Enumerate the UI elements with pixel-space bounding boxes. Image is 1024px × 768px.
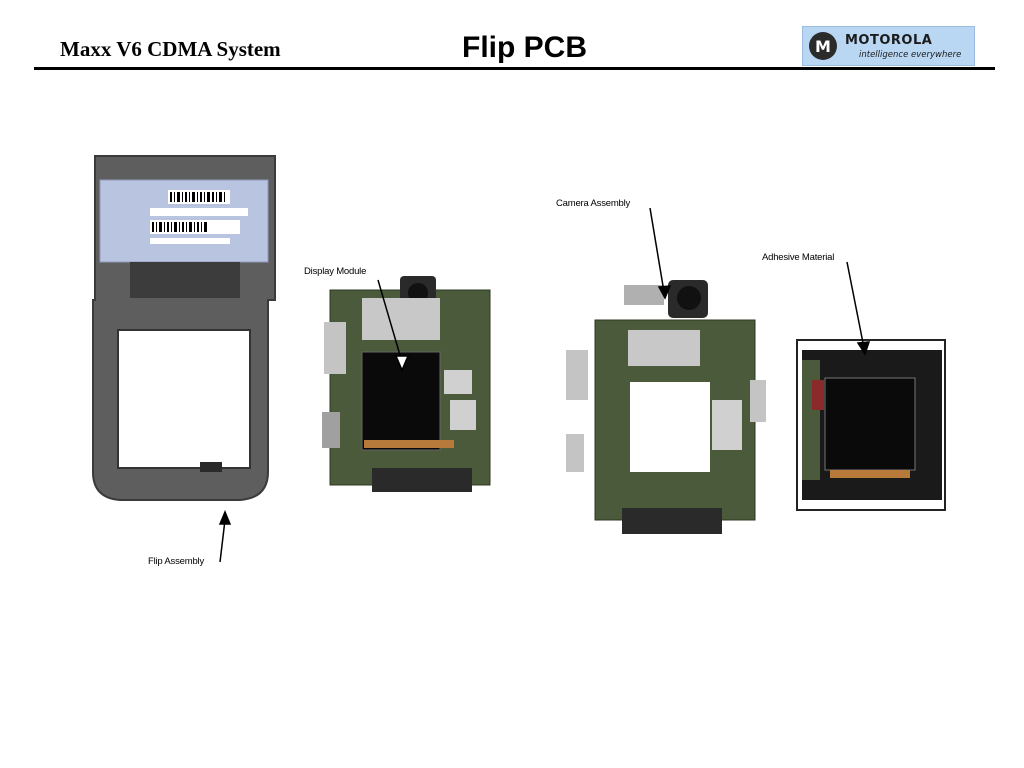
adhesive-material-label: Adhesive Material (762, 252, 835, 263)
callout-arrows (218, 207, 871, 563)
motorola-logo: M MOTOROLA intelligence everywhere (802, 26, 975, 66)
camera-assembly-photo (566, 280, 766, 534)
adhesive-material-photo (796, 339, 946, 511)
display-module-photo (322, 276, 491, 492)
motorola-m-icon: M (809, 32, 837, 60)
flip-assembly-photo (92, 155, 276, 501)
logo-wordmark: MOTOROLA (845, 33, 933, 48)
header-rule (34, 67, 995, 70)
display-module-label: Display Module (304, 266, 367, 277)
flip-assembly-label: Flip Assembly (148, 556, 205, 567)
slide-title: Flip PCB (462, 31, 587, 64)
logo-tagline: intelligence everywhere (859, 50, 962, 60)
camera-assembly-label: Camera Assembly (556, 198, 631, 209)
slide-subject: Maxx V6 CDMA System (60, 37, 281, 61)
